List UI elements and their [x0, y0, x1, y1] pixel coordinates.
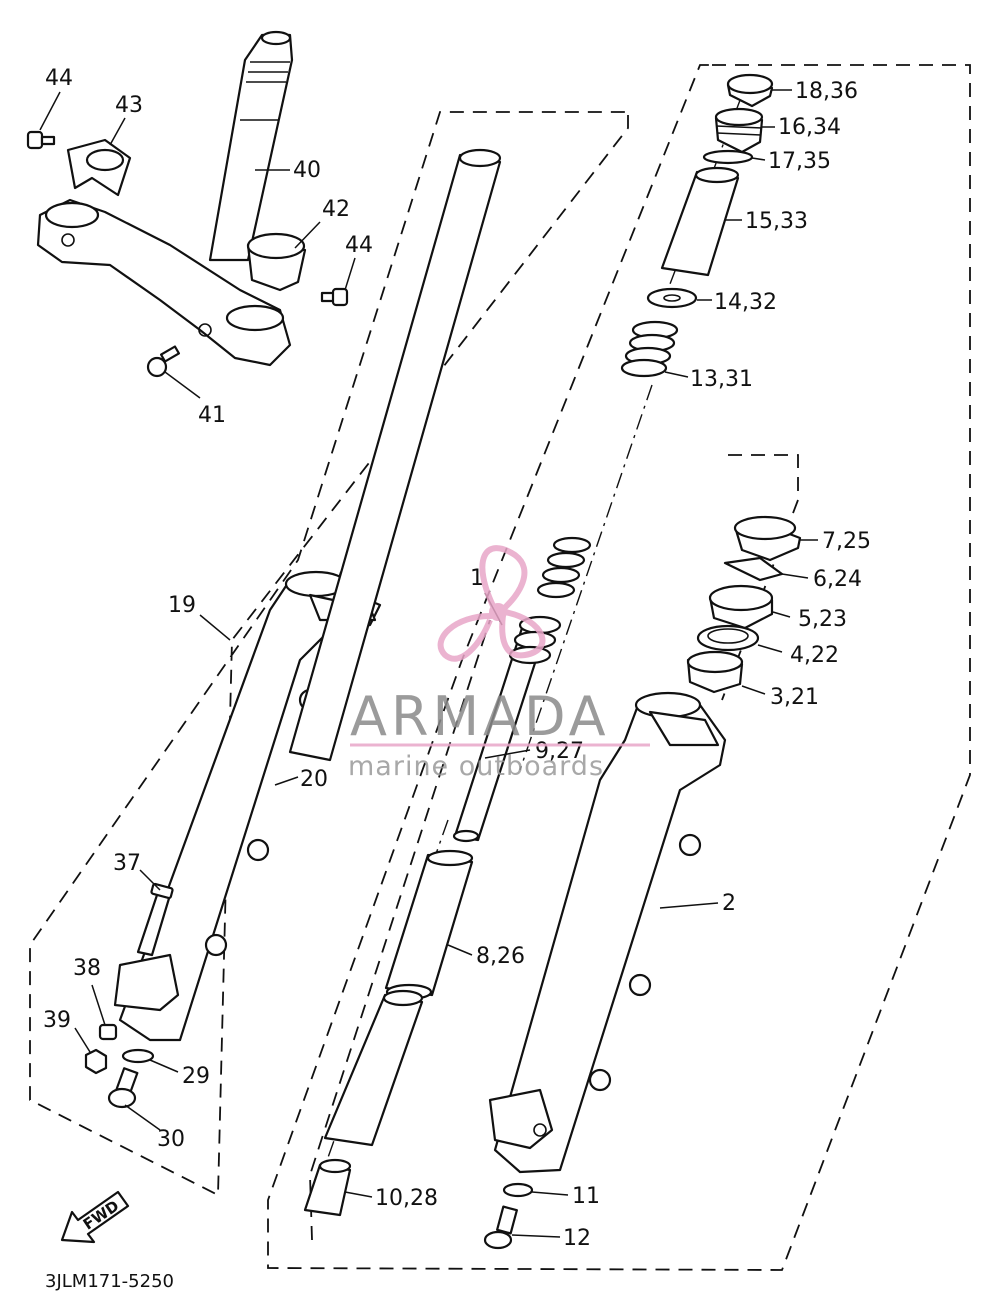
center-line-right-tube	[519, 384, 653, 771]
leader-lines	[39, 89, 818, 1238]
right-fork-group-outline	[267, 64, 971, 1271]
outer-tube-group-outline	[721, 454, 799, 701]
fwd-label: FWD	[80, 1197, 123, 1234]
label-44a: 44	[45, 66, 73, 91]
spacer-part-15-33	[660, 166, 740, 277]
label-30: 30	[157, 1127, 185, 1152]
bolt-part-44a	[26, 130, 56, 150]
diagram-code: 3JLM171-5250	[45, 1271, 174, 1292]
label-8-26: 8,26	[476, 944, 525, 969]
collar-part-42	[246, 232, 307, 292]
label-37: 37	[113, 851, 141, 876]
left-fork-group-outline	[29, 111, 629, 1197]
spring-coil-lower	[536, 536, 592, 599]
bolt-part-12	[483, 1205, 518, 1250]
label-17-35: 17,35	[768, 149, 831, 174]
label-16-34: 16,34	[778, 115, 841, 140]
label-13-31: 13,31	[690, 367, 753, 392]
bolt-part-30	[107, 1067, 139, 1109]
label-41: 41	[198, 403, 226, 428]
watermark: ARMADA marine outboards	[348, 545, 650, 782]
tube-part-8-26	[384, 849, 474, 1001]
label-40: 40	[293, 158, 321, 183]
steering-stem-part-40	[208, 30, 294, 262]
label-3-21: 3,21	[770, 685, 819, 710]
tube-lower-segment	[323, 989, 424, 1147]
watermark-propeller-icon	[437, 545, 546, 662]
oil-seal-part-5-23	[708, 584, 774, 630]
label-20: 20	[300, 767, 328, 792]
label-7-25: 7,25	[822, 529, 871, 554]
spring-part-13-31	[620, 320, 679, 378]
fwd-arrow: FWD	[60, 1190, 130, 1244]
label-15-33: 15,33	[745, 209, 808, 234]
cap-part-18-36	[726, 73, 774, 108]
bolt-part-41	[146, 345, 181, 378]
under-bracket	[36, 198, 292, 367]
label-43: 43	[115, 93, 143, 118]
piece-part-10-28	[303, 1158, 352, 1217]
label-11: 11	[572, 1184, 600, 1209]
watermark-subtitle: marine outboards	[348, 751, 604, 782]
label-14-32: 14,32	[714, 290, 777, 315]
label-5-23: 5,23	[798, 607, 847, 632]
washer-part-14-32	[646, 287, 698, 309]
label-44b: 44	[345, 233, 373, 258]
o-ring-part-17-35	[702, 149, 754, 165]
clamp-part-43	[66, 138, 132, 197]
label-19: 19	[168, 593, 196, 618]
label-10-28: 10,28	[375, 1186, 438, 1211]
inner-tube-left	[288, 148, 502, 762]
dust-seal-part-7-25	[733, 515, 802, 562]
label-12: 12	[563, 1226, 591, 1251]
label-6-24: 6,24	[813, 567, 862, 592]
nut-part-38	[98, 1023, 118, 1041]
outer-tube-part-2	[488, 691, 727, 1174]
bushing-part-3-21	[686, 650, 744, 694]
label-18-36: 18,36	[795, 79, 858, 104]
label-38: 38	[73, 956, 101, 981]
label-2: 2	[722, 891, 736, 916]
part-labels: 44 43 40 42 44 41 18,36 16,34 17,35 15,3…	[43, 66, 871, 1251]
bolt-part-44b	[320, 287, 349, 307]
label-39: 39	[43, 1008, 71, 1033]
label-42: 42	[322, 197, 350, 222]
label-4-22: 4,22	[790, 643, 839, 668]
clip-part-6-24	[723, 556, 784, 582]
label-29: 29	[182, 1064, 210, 1089]
plug-part-16-34	[714, 107, 764, 154]
washer-part-11	[502, 1182, 534, 1198]
washer-part-29	[121, 1048, 155, 1064]
label-9-27: 9,27	[535, 739, 584, 764]
washer-part-4-22	[696, 624, 760, 652]
nut-part-39	[84, 1048, 108, 1075]
watermark-title: ARMADA	[350, 685, 610, 748]
